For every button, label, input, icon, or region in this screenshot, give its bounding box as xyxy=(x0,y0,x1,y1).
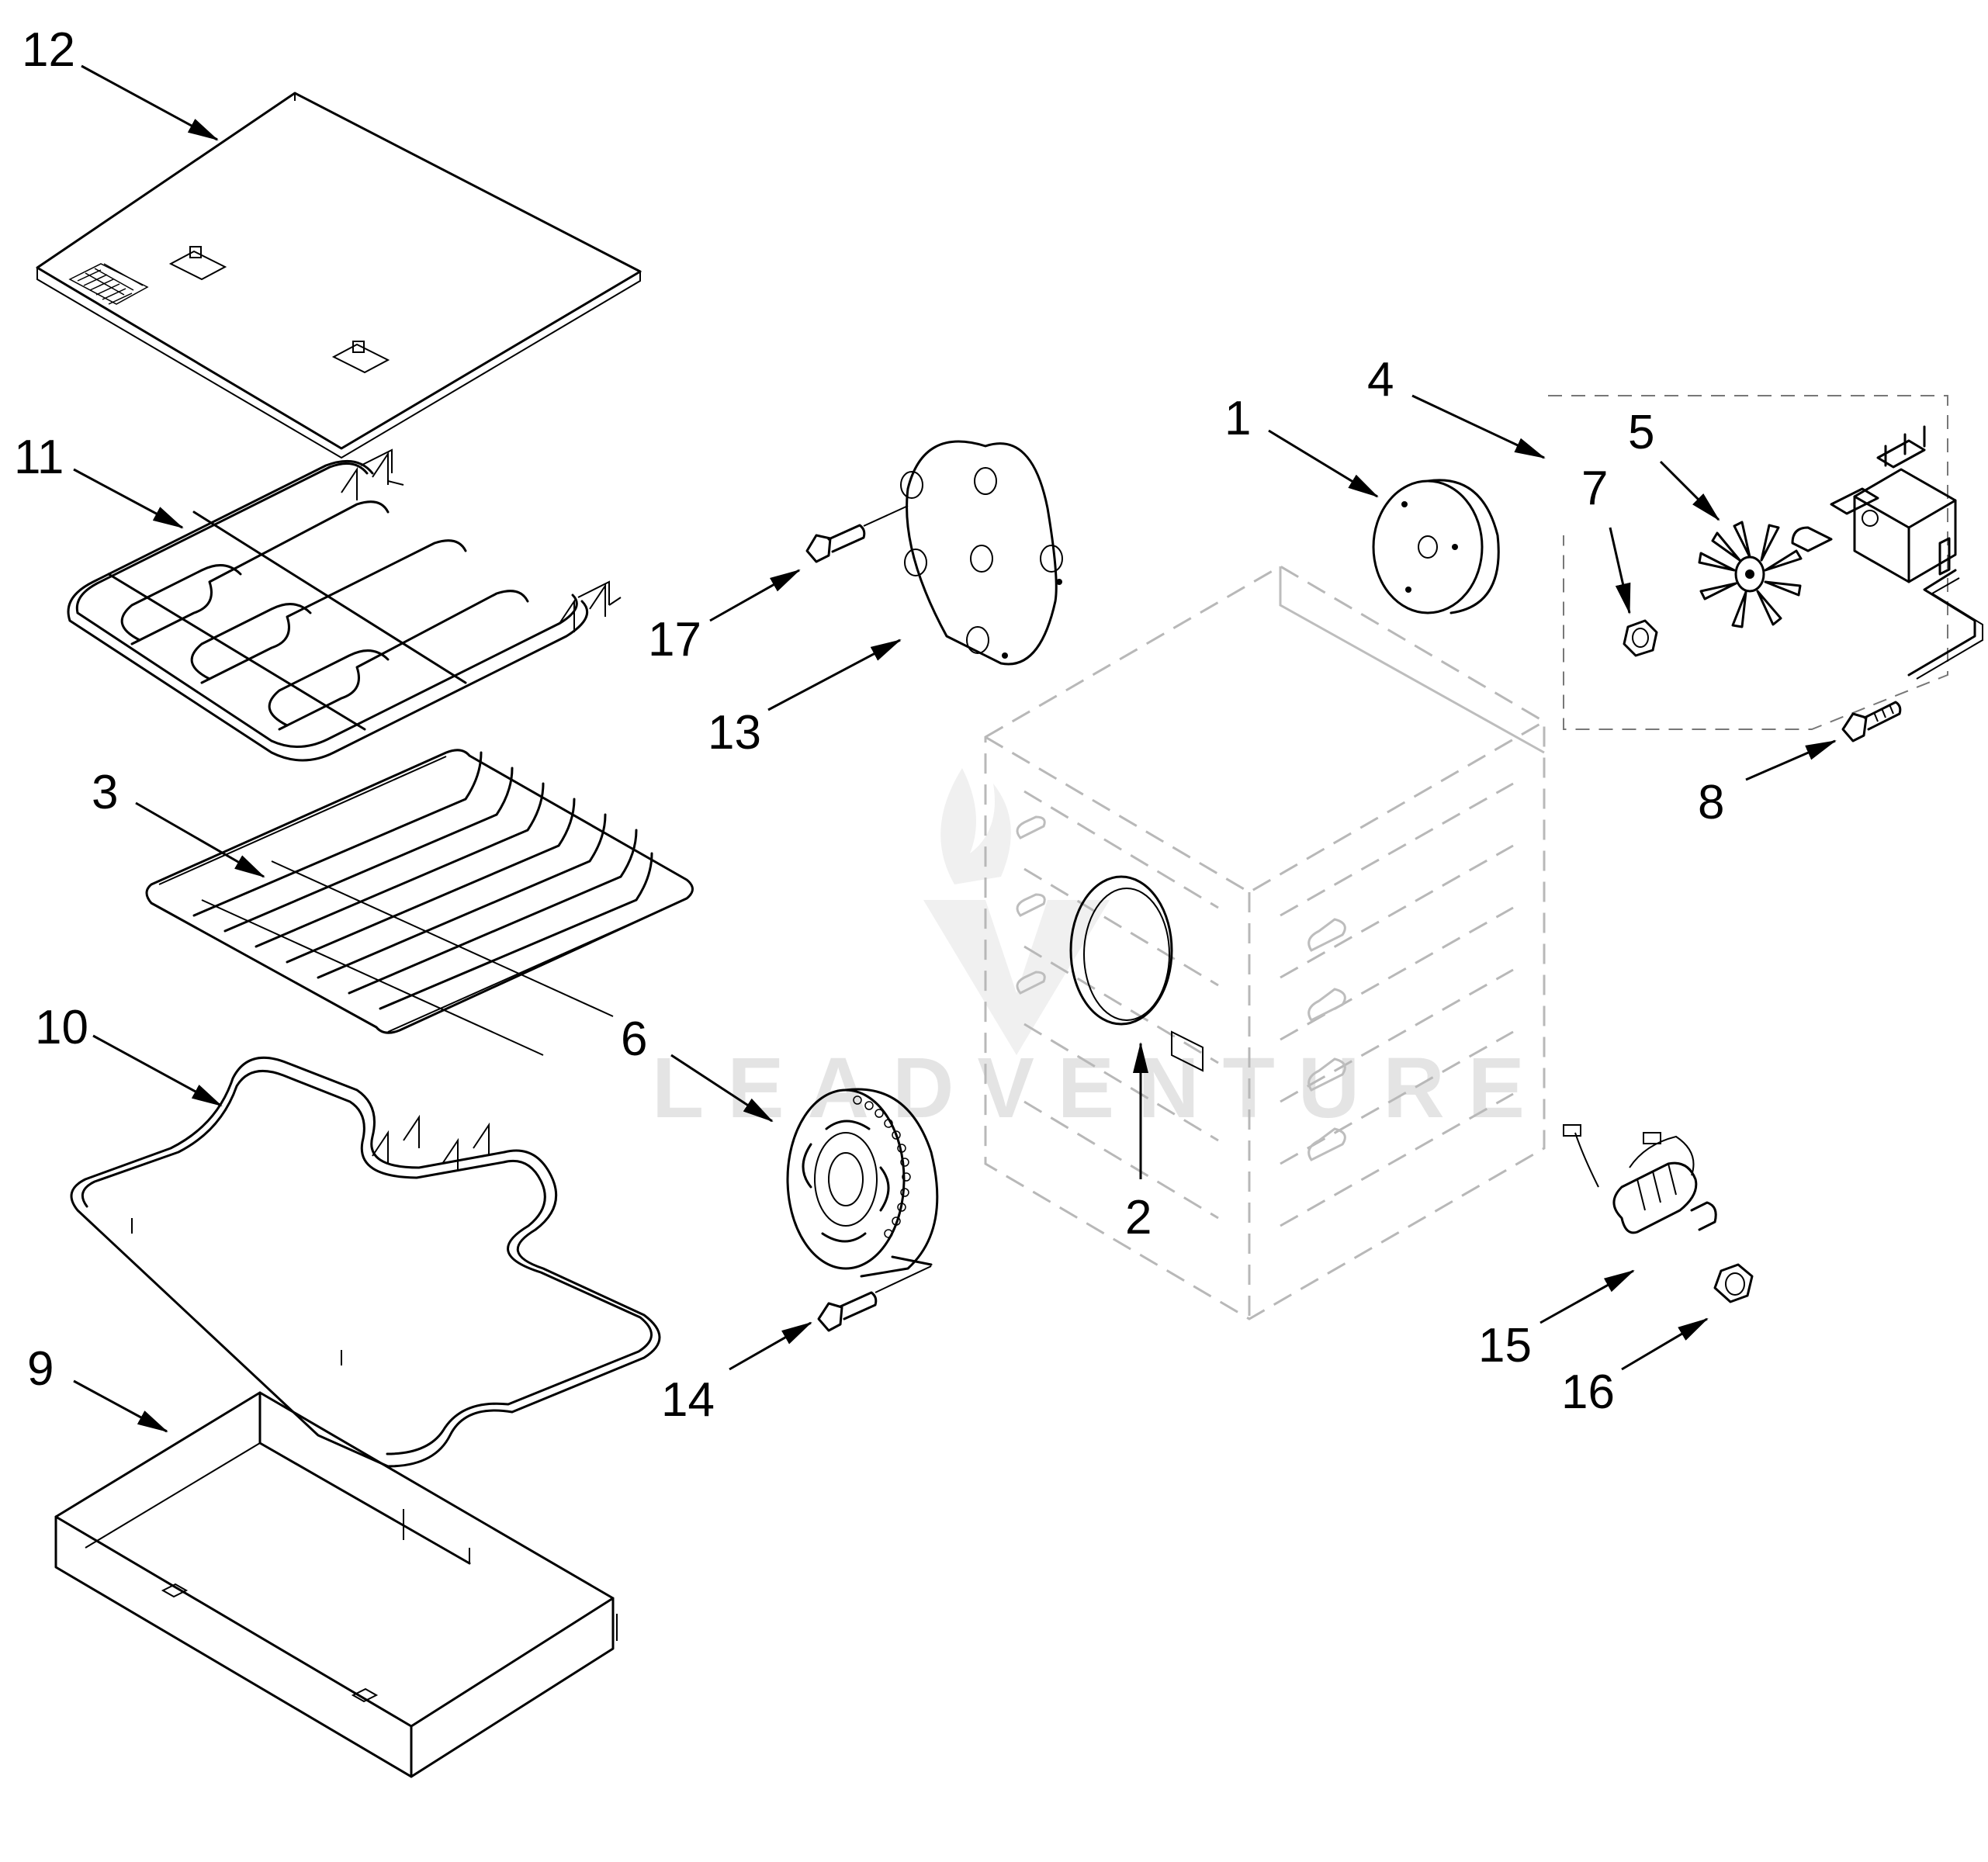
callout-14: 14 xyxy=(661,1373,715,1427)
callout-4: 4 xyxy=(1367,353,1394,407)
callout-8: 8 xyxy=(1698,776,1724,829)
part-9-drip-pan xyxy=(54,1391,618,1778)
callout-labels: 12 11 3 10 9 17 13 6 14 2 1 4 5 7 8 15 1… xyxy=(14,23,1724,1427)
leader-6 xyxy=(670,1054,774,1123)
leader-11 xyxy=(73,468,184,529)
leader-16 xyxy=(1621,1317,1709,1371)
leader-15 xyxy=(1539,1269,1635,1324)
fan-motor xyxy=(1791,425,1983,680)
callout-5: 5 xyxy=(1628,406,1654,459)
leader-1 xyxy=(1268,429,1379,498)
callout-16: 16 xyxy=(1561,1365,1615,1419)
callout-12: 12 xyxy=(22,23,75,77)
callout-11: 11 xyxy=(14,431,64,484)
part-17-screw xyxy=(805,505,909,563)
callout-1: 1 xyxy=(1224,392,1251,445)
leader-14 xyxy=(729,1321,812,1371)
callout-6: 6 xyxy=(621,1012,647,1066)
leader-7 xyxy=(1609,527,1631,614)
callout-13: 13 xyxy=(708,706,761,760)
part-4-fan-motor-assembly-box xyxy=(1548,395,1948,730)
callout-3: 3 xyxy=(92,766,118,819)
leader-8 xyxy=(1745,739,1837,781)
part-5-fan-blade xyxy=(1698,521,1803,628)
watermark-logo xyxy=(923,768,1110,1055)
leader-9 xyxy=(73,1379,168,1433)
callout-15: 15 xyxy=(1478,1319,1532,1372)
part-2-oven-cavity xyxy=(984,565,1546,1320)
leader-13 xyxy=(767,639,902,711)
part-11-broil-element xyxy=(67,448,622,762)
part-7-nut xyxy=(1623,619,1658,657)
part-10-bake-element xyxy=(70,1056,661,1468)
part-13-baffle-plate xyxy=(900,440,1063,666)
part-14-screw xyxy=(817,1265,932,1332)
part-6-fan-cover xyxy=(786,1088,939,1278)
leader-17 xyxy=(709,569,801,622)
callout-2: 2 xyxy=(1125,1191,1152,1244)
callout-17: 17 xyxy=(648,613,701,666)
callout-10: 10 xyxy=(35,1001,88,1054)
part-12-top-cover xyxy=(36,92,642,459)
part-8-screw xyxy=(1841,701,1902,742)
leader-10 xyxy=(92,1034,223,1107)
leader-5 xyxy=(1659,460,1720,521)
callout-7: 7 xyxy=(1581,462,1608,515)
watermark-text: LEADVENTURE xyxy=(652,1040,1548,1136)
leader-12 xyxy=(81,64,219,141)
part-1-fan-spacer xyxy=(1372,479,1500,614)
leader-4 xyxy=(1411,394,1546,459)
callout-9: 9 xyxy=(27,1342,54,1396)
part-15-sensor xyxy=(1563,1124,1717,1234)
part-16-nut xyxy=(1713,1263,1754,1303)
part-3-oven-rack xyxy=(145,749,694,1056)
leader-3 xyxy=(135,801,265,878)
leader-lines xyxy=(73,64,1837,1433)
